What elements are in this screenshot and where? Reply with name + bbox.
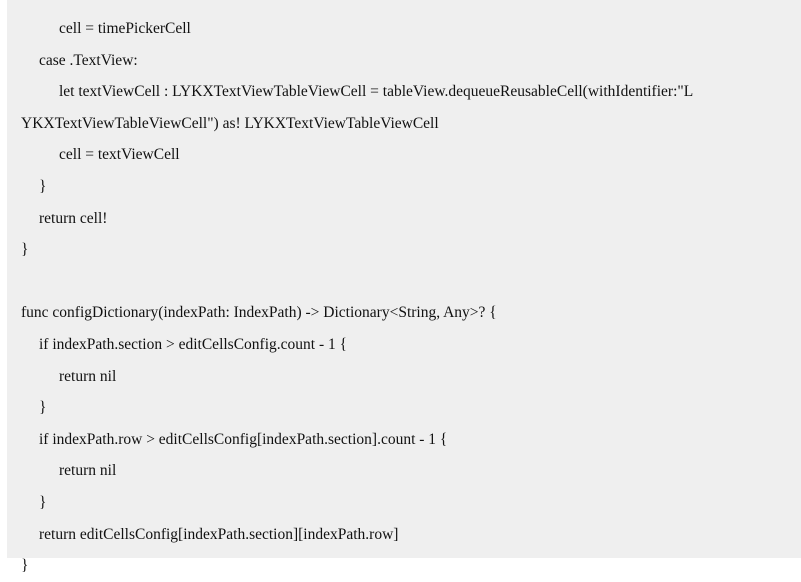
code-line: YKXTextViewTableViewCell") as! LYKXTextV… (21, 114, 439, 132)
code-line: } (21, 241, 29, 259)
code-line: let textViewCell : LYKXTextViewTableView… (59, 83, 694, 101)
code-line: func configDictionary(indexPath: IndexPa… (21, 304, 497, 322)
code-line: return nil (59, 462, 117, 480)
code-line (7, 266, 801, 298)
code-line: if indexPath.section > editCellsConfig.c… (39, 335, 348, 353)
code-line: return editCellsConfig[indexPath.section… (39, 525, 399, 543)
code-block: cell = timePickerCell case .TextView: le… (7, 0, 801, 574)
code-line: cell = timePickerCell (59, 20, 191, 37)
code-line: } (21, 557, 29, 575)
code-line: case .TextView: (39, 51, 138, 69)
code-line: return nil (59, 367, 117, 385)
code-line: cell = textViewCell (59, 146, 180, 164)
code-line: } (39, 493, 47, 511)
code-line: if indexPath.row > editCellsConfig[index… (39, 430, 448, 448)
code-line: return cell! (39, 209, 108, 227)
code-line: } (39, 399, 47, 417)
code-line: } (39, 177, 47, 195)
